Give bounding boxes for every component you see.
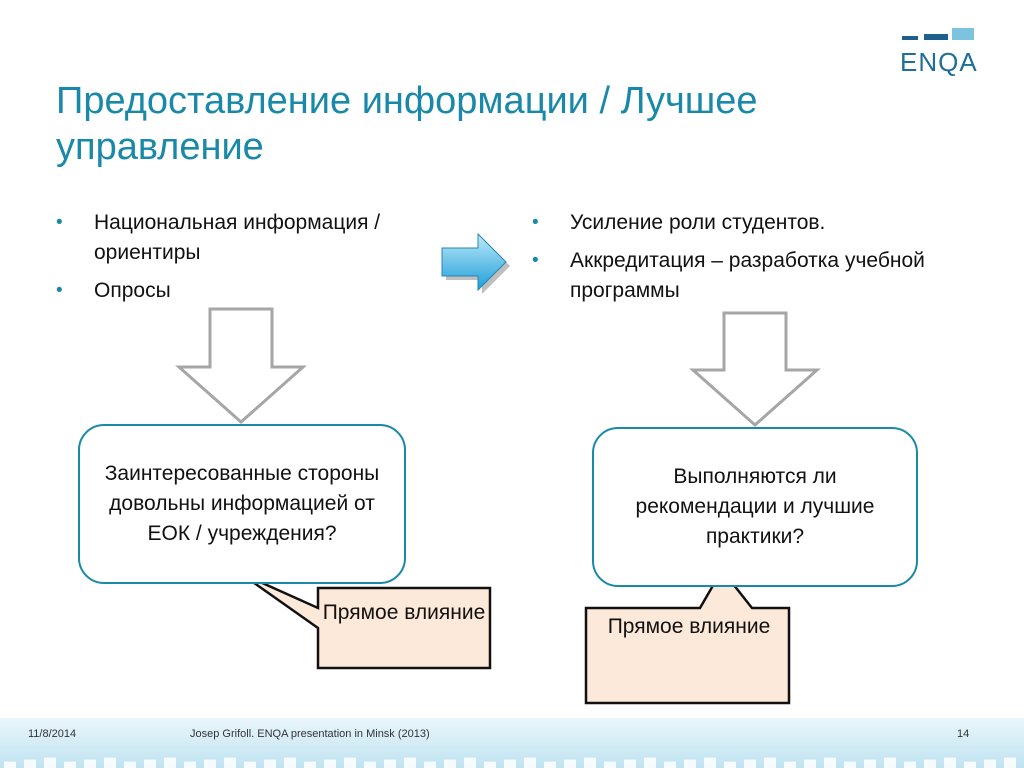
footer-tile (324, 759, 336, 768)
footer-tile (884, 757, 896, 768)
footer-tile (444, 759, 456, 768)
footer-tile (84, 759, 96, 768)
footer-tile (64, 761, 76, 768)
footer-tile (264, 759, 276, 768)
footer-tile (664, 761, 676, 768)
footer-tile (584, 757, 596, 768)
footer-band (0, 718, 1024, 768)
callout-label-left: Прямое влияние (322, 601, 486, 624)
footer-tile (344, 757, 356, 768)
right-arrow-icon (441, 232, 510, 294)
footer-tile (964, 761, 976, 768)
footer-tile (564, 759, 576, 768)
callout-shape-left (239, 571, 492, 670)
callout-label-right: Прямое влияние (607, 615, 771, 638)
footer-tile (724, 761, 736, 768)
footer-tile (404, 757, 416, 768)
footer-tile (544, 761, 556, 768)
footer-tile (844, 761, 856, 768)
footer-tile (944, 757, 956, 768)
footer-tile (244, 761, 256, 768)
enqa-logo: ENQA (890, 25, 980, 77)
callout-shape-right (584, 567, 791, 705)
down-arrow-icon (689, 311, 821, 428)
footer-tile (284, 757, 296, 768)
footer-tile (184, 761, 196, 768)
footer-date: 11/8/2014 (28, 728, 77, 740)
footer-presenter: Josep Grifoll. ENQA presentation in Mins… (190, 728, 430, 740)
slide-title: Предоставление информации / Лучшее управ… (56, 80, 758, 168)
footer-tile (504, 759, 516, 768)
footer-tile (204, 759, 216, 768)
footer-tile (144, 759, 156, 768)
footer-tile (984, 759, 996, 768)
footer-tile (864, 759, 876, 768)
footer-tile (424, 761, 436, 768)
footer-tile (104, 757, 116, 768)
footer-tile (44, 757, 56, 768)
footer-tile (304, 761, 316, 768)
bullet-item: Аккредитация – разработка учебной програ… (532, 246, 932, 306)
bullet-item: Опросы (56, 276, 446, 306)
footer-tile (784, 761, 796, 768)
box-text: Заинтересованные стороны довольны информ… (104, 462, 380, 545)
question-box-left: Заинтересованные стороны довольны информ… (78, 424, 406, 584)
logo-text: ENQA (900, 47, 978, 77)
footer-tile (384, 759, 396, 768)
footer-tile (464, 757, 476, 768)
footer-tile (364, 761, 376, 768)
footer-tile (764, 757, 776, 768)
bullet-item: Национальная информация /ориентиры (56, 208, 446, 268)
footer-tile (1004, 757, 1016, 768)
footer-pattern (4, 757, 1016, 768)
footer-tile (164, 757, 176, 768)
footer-tile (4, 761, 16, 768)
down-arrow-icon (175, 307, 307, 425)
bullet-item: Усиление роли студентов. (532, 208, 932, 238)
footer-tile (904, 761, 916, 768)
footer-tile (524, 757, 536, 768)
footer-tile (24, 759, 36, 768)
footer-tile (704, 757, 716, 768)
box-text: Выполняются ли рекомендации и лучшие пра… (635, 465, 875, 548)
question-box-right: Выполняются ли рекомендации и лучшие пра… (592, 427, 918, 587)
right-bullet-list: Усиление роли студентов. Аккредитация – … (532, 208, 932, 314)
footer-tile (744, 759, 756, 768)
footer-tile (624, 759, 636, 768)
footer-tile (224, 757, 236, 768)
footer-tile (804, 759, 816, 768)
left-bullet-list: Национальная информация /ориентиры Опрос… (56, 208, 446, 314)
footer-tile (484, 761, 496, 768)
footer-tile (684, 759, 696, 768)
footer-tile (824, 757, 836, 768)
footer-tile (604, 761, 616, 768)
footer-tile (644, 757, 656, 768)
slide-number: 14 (957, 728, 970, 740)
footer-tile (924, 759, 936, 768)
footer-tile (124, 761, 136, 768)
logo-bars-icon (902, 28, 974, 40)
